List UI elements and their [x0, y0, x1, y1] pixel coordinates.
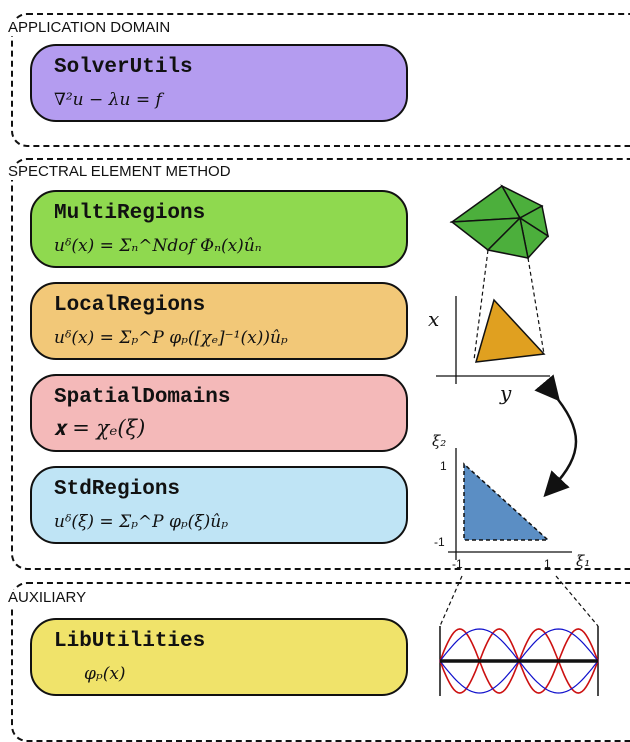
multiregions-equation: uᵟ(x) = Σₙ^Ndof Φₙ(x)ûₙ [54, 236, 262, 256]
solverutils-name: SolverUtils [54, 56, 193, 79]
localregions-name: LocalRegions [54, 294, 206, 317]
spatialdomains-equation: 𝐱 = χₑ(ξ) [54, 416, 146, 440]
spectral-element-method-group [11, 158, 630, 570]
localregions-equation: uᵟ(x) = Σₚ^P φₚ([χₑ]⁻¹(x))ûₚ [54, 328, 288, 348]
stdregions-box: StdRegions uᵟ(ξ) = Σₚ^P φₚ(ξ)ûₚ [30, 466, 408, 544]
solverutils-equation: ∇²u − λu = f [54, 90, 162, 110]
libutilities-box: LibUtilities φₚ(x) [30, 618, 408, 696]
stdregions-equation: uᵟ(ξ) = Σₚ^P φₚ(ξ)ûₚ [54, 512, 229, 532]
multiregions-name: MultiRegions [54, 202, 206, 225]
spectral-element-method-title: SPECTRAL ELEMENT METHOD [6, 163, 233, 180]
spatialdomains-box: SpatialDomains 𝐱 = χₑ(ξ) [30, 374, 408, 452]
application-domain-group [11, 13, 630, 147]
auxiliary-title: AUXILIARY [6, 589, 89, 606]
localregions-box: LocalRegions uᵟ(x) = Σₚ^P φₚ([χₑ]⁻¹(x))û… [30, 282, 408, 360]
libutilities-equation: φₚ(x) [84, 664, 126, 684]
solverutils-box: SolverUtils ∇²u − λu = f [30, 44, 408, 122]
application-domain-title: APPLICATION DOMAIN [6, 19, 173, 36]
multiregions-box: MultiRegions uᵟ(x) = Σₙ^Ndof Φₙ(x)ûₙ [30, 190, 408, 268]
spatialdomains-name: SpatialDomains [54, 386, 231, 409]
libutilities-name: LibUtilities [54, 630, 206, 653]
stdregions-name: StdRegions [54, 478, 181, 501]
